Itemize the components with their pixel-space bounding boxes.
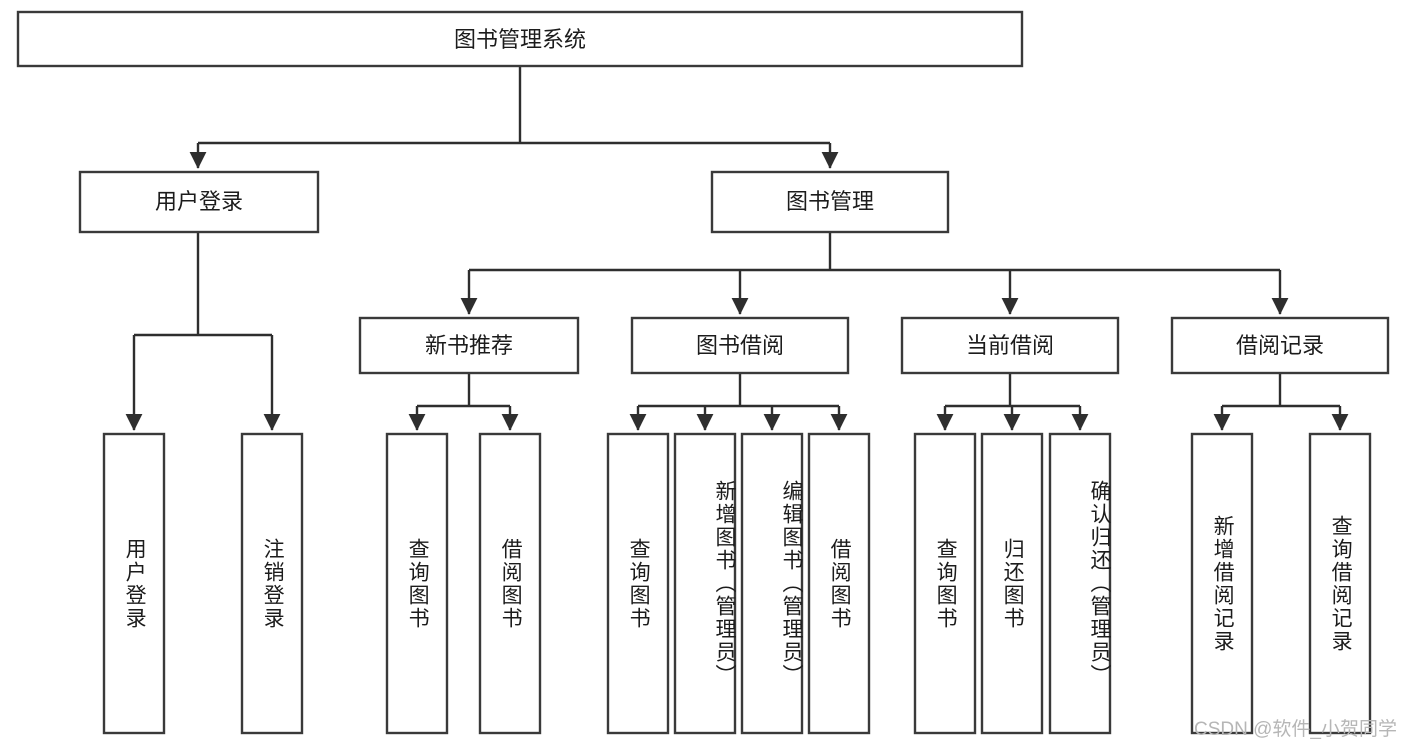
leaf-box-borrow-book[interactable] xyxy=(807,432,871,735)
node-current-borrow-box[interactable] xyxy=(900,316,1120,375)
node-borrow-records-box[interactable] xyxy=(1170,316,1390,375)
node-root[interactable]: 图书管理系统 xyxy=(16,10,1024,68)
leaf-box-query-record[interactable] xyxy=(1308,432,1372,735)
leaf-box-borrow-book-new[interactable] xyxy=(478,432,542,735)
node-user-login-label: 用户登录 xyxy=(155,189,243,214)
connector-group-current xyxy=(936,373,1089,431)
watermark-text: CSDN @软件_小贺同学 xyxy=(1194,719,1397,740)
leaf-box-logout[interactable] xyxy=(240,432,304,735)
node-book-mgmt-box[interactable] xyxy=(710,170,950,234)
leaf-box-group xyxy=(102,432,1372,735)
node-new-books-label: 新书推荐 xyxy=(425,333,513,358)
connector-group-user-login xyxy=(125,232,281,431)
node-borrow-box[interactable] xyxy=(630,316,850,375)
node-borrow-records-label: 借阅记录 xyxy=(1236,333,1324,358)
node-borrow-records[interactable]: 借阅记录 xyxy=(1170,316,1390,375)
node-book-mgmt-label: 图书管理 xyxy=(786,189,874,214)
node-book-mgmt[interactable]: 图书管理 xyxy=(710,170,950,234)
leaf-box-query-book-current[interactable] xyxy=(913,432,977,735)
node-user-login[interactable]: 用户登录 xyxy=(78,170,320,234)
node-current-borrow-label: 当前借阅 xyxy=(966,333,1054,358)
node-borrow-label: 图书借阅 xyxy=(696,333,784,358)
leaf-box-add-book-admin[interactable] xyxy=(673,432,737,735)
leaf-box-return-book[interactable] xyxy=(980,432,1044,735)
node-new-books[interactable]: 新书推荐 xyxy=(358,316,580,375)
leaf-box-query-book-borrow[interactable] xyxy=(606,432,670,735)
leaf-box-edit-book-admin[interactable] xyxy=(740,432,804,735)
connector-group-borrow xyxy=(629,373,848,431)
node-borrow[interactable]: 图书借阅 xyxy=(630,316,850,375)
node-new-books-box[interactable] xyxy=(358,316,580,375)
connector-group-book-mgmt xyxy=(460,232,1289,315)
connector-group-new-books xyxy=(408,373,519,431)
node-root-box[interactable] xyxy=(16,10,1024,68)
leaf-box-confirm-return-admin[interactable] xyxy=(1048,432,1112,735)
leaf-box-user-login[interactable] xyxy=(102,432,166,735)
connector-group-records xyxy=(1213,373,1349,431)
node-root-label: 图书管理系统 xyxy=(454,27,586,52)
leaf-box-add-record[interactable] xyxy=(1190,432,1254,735)
node-current-borrow[interactable]: 当前借阅 xyxy=(900,316,1120,375)
connector-group-root xyxy=(189,66,839,169)
leaf-box-query-book-new[interactable] xyxy=(385,432,449,735)
node-user-login-box[interactable] xyxy=(78,170,320,234)
